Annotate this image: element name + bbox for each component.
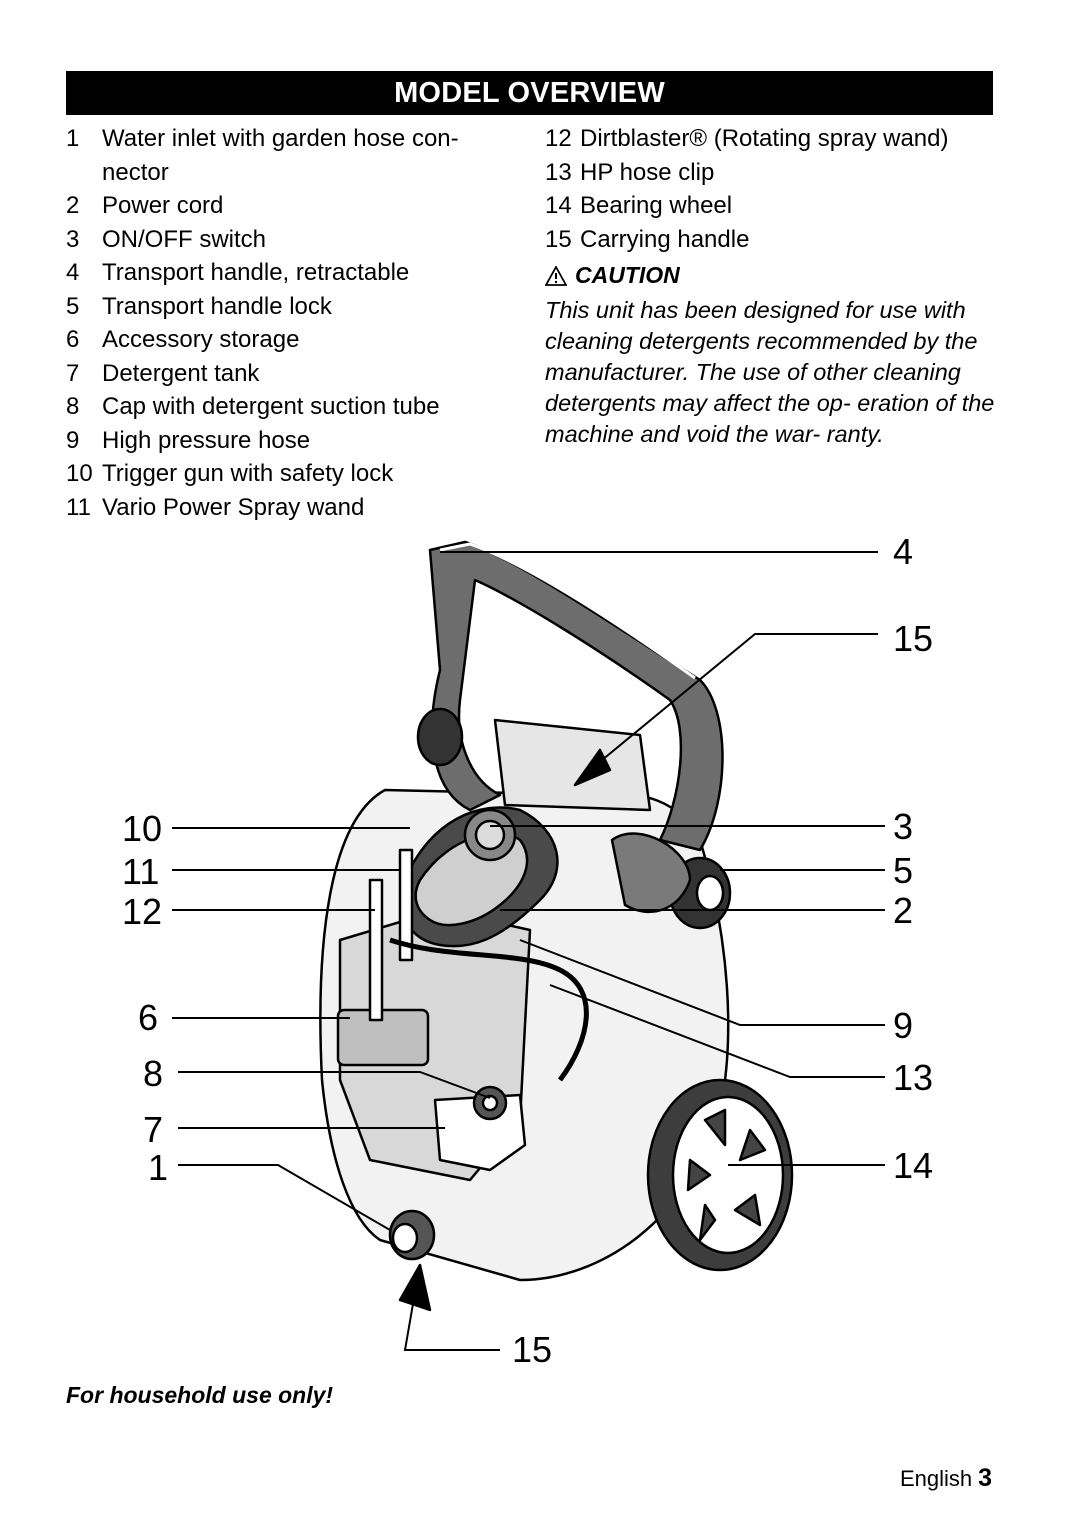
pressure-washer-diagram: 4 15 10 3 11 5 12 2 6 9 8 13 7 1 14 15 xyxy=(122,531,933,1370)
item-label: Accessory storage xyxy=(102,326,300,353)
item-number: 4 xyxy=(66,259,80,286)
list-item: 14 Bearing wheel xyxy=(545,189,1005,223)
item-label: Bearing wheel xyxy=(580,192,733,219)
item-label: Trigger gun with safety lock xyxy=(102,460,394,487)
item-number: 13 xyxy=(545,158,572,186)
list-item: 4 Transport handle, retractable xyxy=(66,256,506,290)
parts-list-left: 1 Water inlet with garden hose con-necto… xyxy=(66,122,506,524)
item-number: 2 xyxy=(66,192,80,219)
list-item: 13 HP hose clip xyxy=(545,156,1005,190)
item-number: 10 xyxy=(66,460,93,487)
item-number: 12 xyxy=(545,125,572,152)
callout-2: 2 xyxy=(893,890,913,931)
page-footer: English 3 xyxy=(900,1464,992,1493)
list-item: 11 Vario Power Spray wand xyxy=(66,491,506,525)
household-use-note: For household use only! xyxy=(66,1382,334,1408)
callout-15-handle: 15 xyxy=(893,618,933,659)
item-label: High pressure hose xyxy=(102,426,311,454)
parts-list-right: 12 Dirtblaster® (Rotating spray wand) 13 H… xyxy=(545,122,1005,256)
language-label: English xyxy=(899,1466,973,1491)
caution-heading: CAUTION xyxy=(545,262,680,289)
callout-numbers: 4 15 10 3 11 5 12 2 6 9 8 13 7 1 14 15 xyxy=(122,531,933,1370)
item-label: Transport handle lock xyxy=(102,292,332,320)
item-label: Dirtblaster® (Rotating spray wand) xyxy=(580,125,949,152)
item-number: 14 xyxy=(545,192,572,219)
callout-8: 8 xyxy=(143,1053,163,1094)
list-item: 3 ON/OFF switch xyxy=(66,223,506,257)
item-label: Carrying handle xyxy=(580,225,750,253)
callout-10: 10 xyxy=(122,808,162,849)
callout-lines xyxy=(172,551,885,1351)
list-item: 7 Detergent tank xyxy=(66,357,506,391)
list-item: 10 Trigger gun with safety lock xyxy=(66,457,506,491)
list-item: 6 Accessory storage xyxy=(66,323,506,357)
callout-13: 13 xyxy=(893,1057,933,1098)
list-item: 1 Water inlet with garden hose con-necto… xyxy=(66,122,506,189)
callout-6: 6 xyxy=(138,997,158,1038)
callout-9: 9 xyxy=(893,1005,913,1046)
callout-14: 14 xyxy=(893,1145,933,1186)
item-label: Water inlet with garden hose con-nector xyxy=(102,125,459,186)
list-item: 5 Transport handle lock xyxy=(66,290,506,324)
list-item: 2 Power cord xyxy=(66,189,506,223)
callout-11: 11 xyxy=(122,851,159,892)
section-title: MODEL OVERVIEW xyxy=(394,76,665,109)
callout-15-bottom: 15 xyxy=(512,1329,552,1370)
item-number: 8 xyxy=(66,393,80,420)
caution-label: CAUTION xyxy=(575,262,680,288)
item-number: 3 xyxy=(66,225,80,253)
item-label: HP hose clip xyxy=(580,158,715,186)
list-item: 8 Cap with detergent suction tube xyxy=(66,390,506,424)
item-number: 5 xyxy=(66,292,80,320)
list-item: 9 High pressure hose xyxy=(66,424,506,458)
callout-3: 3 xyxy=(893,806,913,847)
list-item: 15 Carrying handle xyxy=(545,223,1005,257)
callout-12: 12 xyxy=(122,891,162,932)
callout-4: 4 xyxy=(893,531,913,572)
item-number: 7 xyxy=(66,359,80,387)
pressure-washer-illustration xyxy=(319,540,794,1312)
item-label: Vario Power Spray wand xyxy=(102,493,365,521)
item-number: 15 xyxy=(545,225,572,253)
callout-1: 1 xyxy=(148,1147,168,1188)
item-label: Cap with detergent suction tube xyxy=(102,393,440,420)
item-number: 1 xyxy=(66,125,80,152)
item-label: Transport handle, retractable xyxy=(102,259,410,286)
item-label: Power cord xyxy=(102,192,224,219)
page-number: 3 xyxy=(978,1464,992,1492)
callout-7: 7 xyxy=(143,1109,163,1150)
item-number: 11 xyxy=(66,493,91,521)
item-number: 9 xyxy=(66,426,80,454)
section-title-banner: MODEL OVERVIEW xyxy=(66,71,993,115)
list-item: 12 Dirtblaster® (Rotating spray wand) xyxy=(545,122,1005,156)
item-label: Detergent tank xyxy=(102,359,260,387)
item-label: ON/OFF switch xyxy=(102,225,267,253)
caution-text: This unit has been designed for use with… xyxy=(545,297,995,447)
callout-5: 5 xyxy=(893,850,913,891)
item-number: 6 xyxy=(66,326,80,353)
warning-triangle-icon xyxy=(545,265,567,286)
